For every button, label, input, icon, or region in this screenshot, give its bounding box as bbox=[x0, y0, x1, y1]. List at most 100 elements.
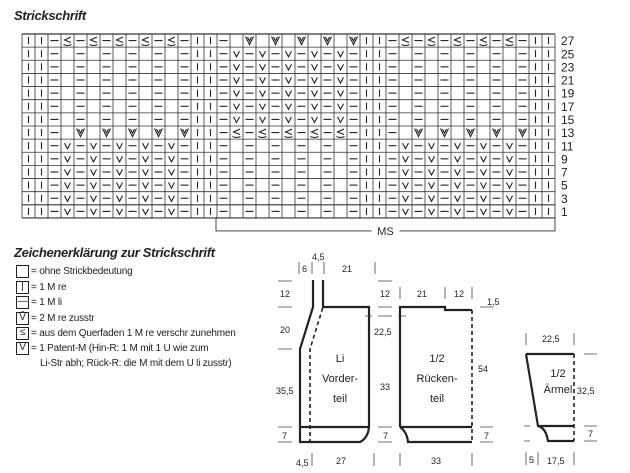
patent-stitch-icon bbox=[116, 208, 123, 216]
legend-item-patent-continuation: Li-Str abh; Rück-R: die M mit dem U li z… bbox=[40, 356, 232, 370]
patent-stitch-icon bbox=[116, 195, 123, 203]
patent-stitch-icon bbox=[428, 169, 435, 177]
row-number: 13 bbox=[561, 126, 575, 140]
patent-stitch-icon bbox=[337, 103, 344, 111]
patent-stitch-icon bbox=[506, 156, 513, 164]
dim-rib: 7 bbox=[383, 431, 388, 441]
increase-stitch-icon bbox=[115, 36, 124, 47]
dim-front-edge-bottom: 4,5 bbox=[296, 458, 309, 468]
patent-stitch-icon bbox=[311, 64, 318, 72]
patent-stitch-icon bbox=[402, 156, 409, 164]
legend-text: = ohne Strickbedeutung bbox=[31, 265, 133, 277]
row-number: 7 bbox=[561, 166, 568, 180]
dim-front-neck: 6 bbox=[302, 264, 307, 274]
patent-stitch-icon bbox=[233, 90, 240, 98]
k2tog-stitch-icon bbox=[102, 128, 111, 138]
patent-stitch-icon bbox=[402, 169, 409, 177]
patent-stitch-icon bbox=[64, 208, 71, 216]
patent-symbol-icon: V bbox=[16, 341, 29, 355]
legend-item-patent: V= 1 Patent-M (Hin-R: 1 M mit 1 U wie zu… bbox=[16, 341, 209, 355]
dim-front-shoulder: 21 bbox=[342, 264, 352, 274]
row-number: 25 bbox=[561, 47, 575, 61]
patent-stitch-icon bbox=[142, 156, 149, 164]
increase-stitch-icon bbox=[258, 128, 267, 139]
k2tog-stitch-icon bbox=[245, 36, 254, 46]
patent-stitch-icon bbox=[142, 195, 149, 203]
row-number: 15 bbox=[561, 113, 575, 127]
patent-stitch-icon bbox=[428, 208, 435, 216]
patent-stitch-icon bbox=[259, 77, 266, 85]
k2tog-stitch-icon bbox=[492, 128, 501, 138]
patent-stitch-icon bbox=[116, 169, 123, 177]
patent-stitch-icon bbox=[480, 208, 487, 216]
sleeve-label-2: Ärmel bbox=[544, 384, 573, 396]
dim-sleeve-top: 22,5 bbox=[542, 334, 560, 344]
dim-sleeve-bottom: 17,5 bbox=[547, 456, 565, 466]
patent-stitch-icon bbox=[506, 142, 513, 150]
patent-stitch-icon bbox=[90, 142, 97, 150]
row-number: 3 bbox=[561, 192, 568, 206]
empty-symbol-icon bbox=[16, 264, 29, 278]
repeat-label: MS bbox=[377, 226, 394, 238]
patent-stitch-icon bbox=[90, 195, 97, 203]
increase-stitch-icon bbox=[401, 36, 410, 47]
patent-stitch-icon bbox=[168, 169, 175, 177]
patent-stitch-icon bbox=[233, 103, 240, 111]
row-number: 1 bbox=[561, 205, 568, 219]
patent-stitch-icon bbox=[168, 142, 175, 150]
patent-stitch-icon bbox=[90, 182, 97, 190]
dim-front-width: 27 bbox=[336, 456, 346, 466]
legend-item-increase: ≤= aus dem Querfaden 1 M re verschr zune… bbox=[16, 326, 236, 340]
patent-stitch-icon bbox=[233, 50, 240, 58]
patent-stitch-icon bbox=[64, 195, 71, 203]
legend-item-knit: |= 1 M re bbox=[16, 280, 67, 294]
dim-side: 33 bbox=[380, 382, 390, 392]
patent-stitch-icon bbox=[428, 142, 435, 150]
patent-stitch-icon bbox=[337, 50, 344, 58]
patent-stitch-icon bbox=[311, 103, 318, 111]
dim-front-neck-height: 12 bbox=[280, 289, 290, 299]
row-number: 23 bbox=[561, 60, 575, 74]
patent-stitch-icon bbox=[402, 208, 409, 216]
patent-stitch-icon bbox=[480, 142, 487, 150]
front-label-2: Vorder- bbox=[322, 373, 358, 385]
increase-stitch-icon bbox=[141, 36, 150, 47]
patent-stitch-icon bbox=[285, 116, 292, 124]
row-number: 27 bbox=[561, 34, 575, 48]
patent-stitch-icon bbox=[311, 116, 318, 124]
patent-stitch-icon bbox=[428, 182, 435, 190]
patent-stitch-icon bbox=[454, 182, 461, 190]
back-label-2: Rücken- bbox=[417, 373, 458, 385]
k2tog-stitch-icon bbox=[440, 128, 449, 138]
dim-armhole: 22,5 bbox=[374, 327, 392, 337]
fold-lines bbox=[309, 280, 575, 442]
legend-text: = 1 Patent-M (Hin-R: 1 M mit 1 U wie zum bbox=[31, 342, 209, 354]
patent-stitch-icon bbox=[311, 90, 318, 98]
patent-stitch-icon bbox=[168, 156, 175, 164]
legend-text: = 2 M re zusstr bbox=[31, 312, 95, 324]
patent-stitch-icon bbox=[64, 169, 71, 177]
dim-back-rib: 7 bbox=[484, 431, 489, 441]
patent-stitch-icon bbox=[402, 142, 409, 150]
dim-back-height: 54 bbox=[478, 364, 488, 374]
dimension-ticks bbox=[278, 262, 597, 466]
sleeve-label-1: 1/2 bbox=[550, 368, 565, 380]
legend-title: Zeichenerklärung zur Strickschrift bbox=[14, 245, 215, 260]
patent-stitch-icon bbox=[116, 156, 123, 164]
row-number: 9 bbox=[561, 152, 568, 166]
front-label-3: teil bbox=[333, 393, 347, 405]
patent-stitch-icon bbox=[454, 169, 461, 177]
increase-stitch-icon bbox=[310, 128, 319, 139]
patent-stitch-icon bbox=[64, 142, 71, 150]
increase-stitch-icon bbox=[336, 128, 345, 139]
row-number: 17 bbox=[561, 100, 575, 114]
patent-stitch-icon bbox=[402, 182, 409, 190]
k2tog-stitch-icon bbox=[180, 128, 189, 138]
k2tog-stitch-icon bbox=[271, 36, 280, 46]
increase-stitch-icon bbox=[479, 36, 488, 47]
increase-stitch-icon bbox=[284, 128, 293, 139]
patent-stitch-icon bbox=[233, 116, 240, 124]
chart-title: Strickschrift bbox=[14, 8, 86, 23]
legend-text: Li-Str abh; Rück-R: die M mit dem U li z… bbox=[40, 357, 232, 369]
